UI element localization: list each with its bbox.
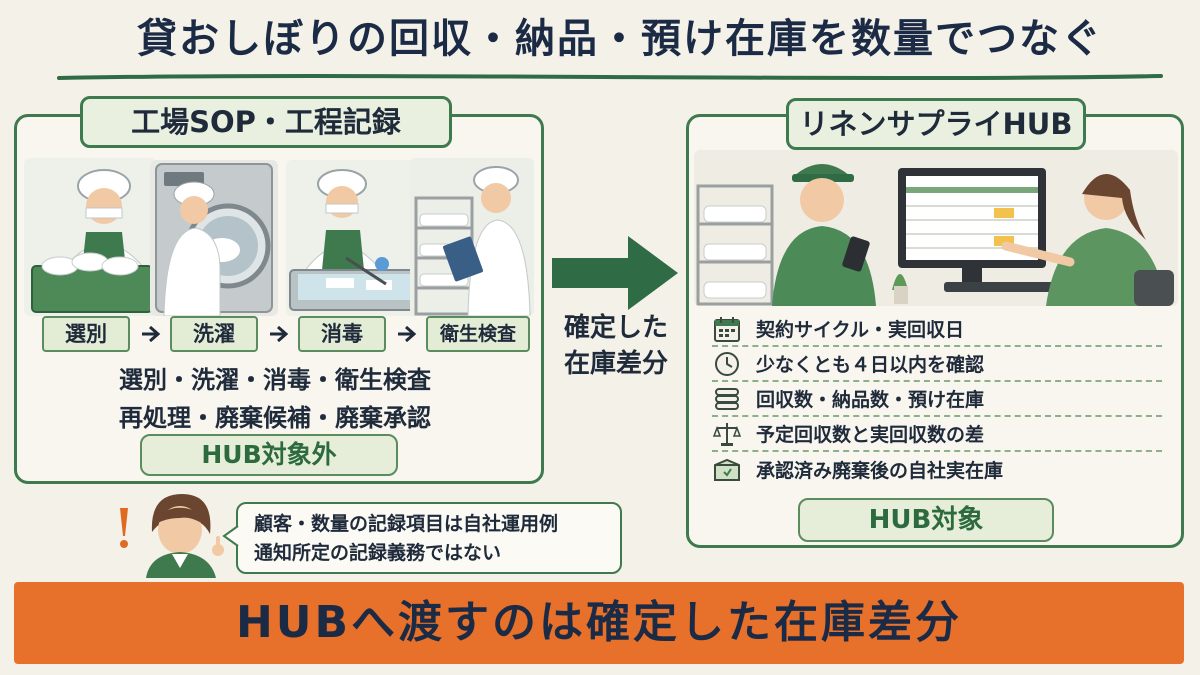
sorting-worker-illustration (24, 158, 156, 316)
step-arrow-icon (398, 325, 417, 343)
list-item: 回収数・納品数・預け在庫 (712, 382, 1162, 417)
hub-item-list: 契約サイクル・実回収日 少なくとも４日以内を確認 回収数・納品数・預け在庫 予定… (712, 312, 1162, 487)
step-chip-sort: 選別 (42, 316, 130, 352)
exclamation-icon (120, 508, 128, 548)
list-item: 少なくとも４日以内を確認 (712, 347, 1162, 382)
presenter-avatar (146, 494, 224, 578)
hub-office-illustration (694, 150, 1178, 306)
step-chip-hygiene-check: 衛生検査 (426, 316, 530, 352)
balance-scale-icon (712, 422, 742, 446)
list-item: 契約サイクル・実回収日 (712, 312, 1162, 347)
hub-in-scope-badge: HUB対象 (798, 498, 1054, 542)
step-arrow-icon (142, 325, 161, 343)
step-chip-disinfect: 消毒 (298, 316, 386, 352)
list-item-label: 回収数・納品数・預け在庫 (756, 389, 985, 411)
linen-supply-hub-heading: リネンサプライHUB (786, 98, 1086, 150)
step-arrow-icon (270, 325, 289, 343)
clock-icon (715, 351, 739, 376)
factory-sop-heading: 工場SOP・工程記録 (80, 96, 452, 148)
calendar-icon (714, 316, 740, 342)
list-item: 承認済み廃棄後の自社実在庫 (712, 452, 1162, 487)
connector-label: 確定した 在庫差分 (546, 310, 686, 382)
note-speech-bubble: 顧客・数量の記録項目は自社運用例 通知所定の記録義務ではない (236, 502, 622, 574)
towel-stack-icon (715, 387, 739, 410)
page-title: 貸おしぼりの回収・納品・預け在庫を数量でつなぐ (137, 16, 1103, 62)
factory-process-line-1: 選別・洗濯・消毒・衛生検査 (119, 366, 431, 394)
list-item-label: 承認済み廃棄後の自社実在庫 (756, 460, 1004, 482)
summary-banner: HUBへ渡すのは確定した在庫差分 (14, 582, 1184, 664)
hygiene-inspector-illustration (410, 158, 534, 316)
connector-label-line-2: 在庫差分 (563, 349, 668, 379)
title-underline (57, 74, 1163, 80)
connector-label-line-1: 確定した (563, 313, 668, 343)
list-item-label: 予定回収数と実回収数の差 (756, 424, 985, 446)
note-line-1: 顧客・数量の記録項目は自社運用例 (254, 513, 559, 535)
list-item-label: 契約サイクル・実回収日 (756, 319, 965, 341)
speech-bubble-tail (222, 525, 239, 547)
factory-process-line-2: 再処理・廃棄候補・廃棄承認 (119, 404, 431, 432)
step-chip-wash: 洗濯 (170, 316, 258, 352)
list-item-label: 少なくとも４日以内を確認 (756, 354, 985, 376)
list-item: 予定回収数と実回収数の差 (712, 417, 1162, 452)
hub-out-of-scope-badge: HUB対象外 (140, 434, 398, 476)
flow-arrow-icon (552, 236, 678, 310)
box-icon (714, 458, 740, 481)
note-line-2: 通知所定の記録義務ではない (254, 542, 502, 564)
washing-machine-illustration (150, 160, 278, 316)
